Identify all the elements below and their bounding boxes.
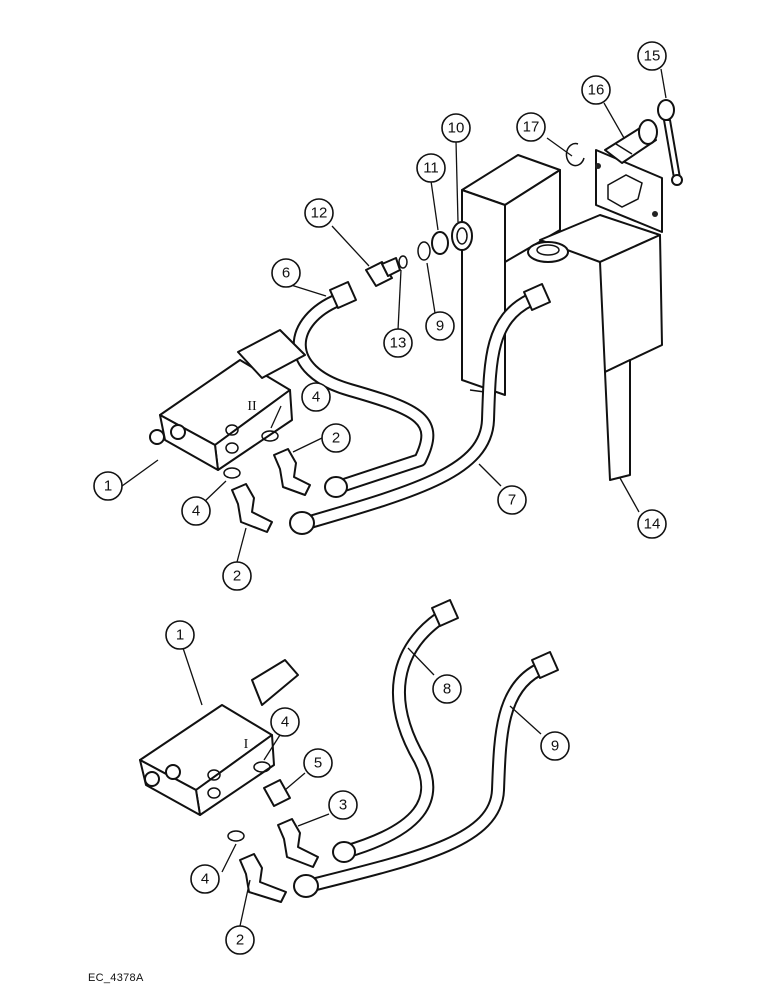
- svg-text:13: 13: [390, 335, 407, 352]
- svg-text:1: 1: [176, 627, 184, 644]
- callout-11: 11: [416, 153, 446, 183]
- elbow-upper-left: [231, 483, 273, 533]
- callout-12: 12: [304, 198, 334, 228]
- o-ring-upper: [417, 241, 431, 261]
- hose-end-fittings-lower: [293, 841, 356, 898]
- callout-2a: 2: [222, 561, 252, 591]
- callout-1b: 1: [165, 620, 195, 650]
- hose-6: [292, 281, 435, 495]
- callout-1a: 1: [93, 471, 123, 501]
- hose-8: [338, 599, 459, 859]
- elbow-lower-left: [239, 853, 287, 903]
- svg-text:4: 4: [281, 714, 289, 731]
- callout-10: 10: [441, 113, 471, 143]
- hose-9: [305, 651, 559, 892]
- svg-text:12: 12: [311, 205, 328, 222]
- svg-text:4: 4: [201, 871, 209, 888]
- callout-16: 16: [581, 75, 611, 105]
- svg-text:11: 11: [423, 160, 439, 177]
- callout-4a: 4: [301, 382, 331, 412]
- circlip: [565, 142, 585, 167]
- control-valve-upper: II: [149, 329, 306, 471]
- elbow-lower-right: [277, 818, 319, 868]
- callout-2c: 2: [225, 925, 255, 955]
- svg-text:6: 6: [282, 265, 290, 282]
- callout-9b: 9: [540, 731, 570, 761]
- svg-text:8: 8: [443, 681, 451, 698]
- svg-text:9: 9: [551, 738, 559, 755]
- valve-mark-lower: I: [244, 737, 249, 752]
- dust-cap: [657, 99, 683, 186]
- o-ring-lower-left: [227, 830, 245, 842]
- callout-3: 3: [328, 790, 358, 820]
- callout-9a: 9: [425, 311, 455, 341]
- callout-8: 8: [432, 674, 462, 704]
- callout-5: 5: [303, 748, 333, 778]
- valve-mark-upper: II: [247, 399, 257, 414]
- svg-text:4: 4: [192, 503, 200, 520]
- svg-text:9: 9: [436, 318, 444, 335]
- svg-text:16: 16: [588, 82, 605, 99]
- callout-13: 13: [383, 328, 413, 358]
- callout-2b: 2: [321, 423, 351, 453]
- drawing-reference-code: EC_4378A: [88, 972, 144, 984]
- leader-lines: [121, 68, 667, 927]
- o-ring-upper-left: [223, 467, 241, 479]
- svg-text:2: 2: [332, 430, 340, 447]
- svg-text:4: 4: [312, 389, 320, 406]
- svg-text:3: 3: [339, 797, 347, 814]
- callout-6: 6: [271, 258, 301, 288]
- svg-text:2: 2: [236, 932, 244, 949]
- svg-text:10: 10: [448, 120, 465, 137]
- callout-4c: 4: [270, 707, 300, 737]
- straight-adapter: [263, 779, 291, 807]
- control-valve-lower: I: [139, 659, 299, 816]
- bulkhead-adapter: [365, 257, 401, 287]
- elbow-upper-right: [273, 448, 311, 496]
- svg-text:2: 2: [233, 568, 241, 585]
- svg-text:15: 15: [644, 48, 661, 65]
- o-ring-lower-right: [253, 761, 271, 773]
- callout-14: 14: [637, 509, 667, 539]
- bulkhead-nut: [451, 221, 473, 251]
- quick-coupler: [604, 119, 658, 164]
- svg-text:5: 5: [314, 755, 322, 772]
- callout-4b: 4: [181, 496, 211, 526]
- callout-4d: 4: [190, 864, 220, 894]
- svg-text:14: 14: [644, 516, 661, 533]
- callout-17: 17: [516, 112, 546, 142]
- hose-end-fittings-upper: [289, 476, 348, 535]
- svg-text:17: 17: [523, 119, 540, 136]
- o-ring-small: [398, 255, 408, 269]
- mounting-bracket: [461, 149, 663, 481]
- callout-15: 15: [637, 41, 667, 71]
- callout-7: 7: [497, 485, 527, 515]
- svg-text:7: 7: [508, 492, 516, 509]
- svg-text:1: 1: [104, 478, 112, 495]
- washer-ring: [431, 231, 449, 255]
- hose-7: [303, 283, 551, 529]
- o-ring-upper-right: [261, 430, 279, 442]
